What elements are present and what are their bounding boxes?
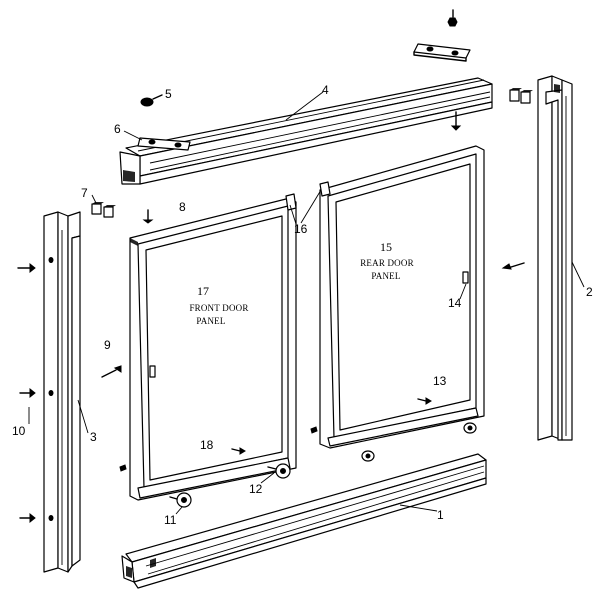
part-5-bumper	[140, 94, 163, 107]
callout-1: 1	[437, 508, 444, 522]
front-panel-number: 17	[197, 284, 209, 298]
callout-5: 5	[165, 87, 172, 101]
rear-panel-clip	[310, 426, 318, 434]
part-12-roller	[267, 463, 291, 479]
callout-6: 6	[114, 122, 121, 136]
part-15-rear-door-panel	[319, 145, 485, 449]
rear-panel-number: 15	[380, 240, 392, 254]
part-18-screw	[231, 447, 246, 455]
right-wall-screw	[501, 262, 525, 270]
callout-7: 7	[81, 186, 88, 200]
part-11-roller	[169, 492, 192, 508]
callout-3: 3	[90, 430, 97, 444]
callout-18: 18	[200, 438, 214, 452]
top-mounting-bracket-part	[413, 43, 471, 62]
rear-panel-line1: REAR DOOR	[360, 258, 414, 268]
leader-lines	[28, 91, 585, 515]
part-2-right-wall-jamb	[537, 75, 573, 441]
right-guides	[509, 88, 533, 104]
callout-4: 4	[322, 83, 329, 97]
callout-2: 2	[586, 285, 593, 299]
top-screw-part	[447, 9, 458, 27]
front-panel-clip	[119, 464, 127, 472]
callout-labels: 4 5 6 7 8 16 2 14 9 13 10 3 18 12 11 1	[12, 83, 593, 527]
front-panel-line1: FRONT DOOR	[189, 303, 248, 313]
part-8-screw	[142, 209, 154, 224]
callout-10: 10	[12, 424, 26, 438]
front-panel-label: 17 FRONT DOOR PANEL	[189, 284, 248, 326]
part-17-front-door-panel	[129, 193, 297, 501]
callout-9: 9	[104, 338, 111, 352]
callout-16: 16	[294, 222, 308, 236]
part-1-bottom-track	[121, 453, 487, 589]
callout-13: 13	[433, 374, 447, 388]
part-9-anchor	[101, 365, 122, 378]
callout-14: 14	[448, 296, 462, 310]
part-13-screw	[417, 397, 432, 405]
part-10-wall-screws	[17, 262, 36, 524]
part-4-top-header-track	[119, 77, 493, 185]
part-3-left-wall-jamb	[43, 211, 81, 573]
callout-8: 8	[179, 200, 186, 214]
part-7-guides	[91, 202, 116, 218]
front-panel-line2: PANEL	[196, 316, 225, 326]
callout-11: 11	[164, 513, 177, 527]
rear-panel-line2: PANEL	[371, 271, 400, 281]
callout-12: 12	[249, 482, 263, 496]
rear-panel-label: 15 REAR DOOR PANEL	[360, 240, 414, 281]
rear-panel-rollers	[361, 422, 477, 462]
part-6-header-bracket	[137, 137, 191, 151]
